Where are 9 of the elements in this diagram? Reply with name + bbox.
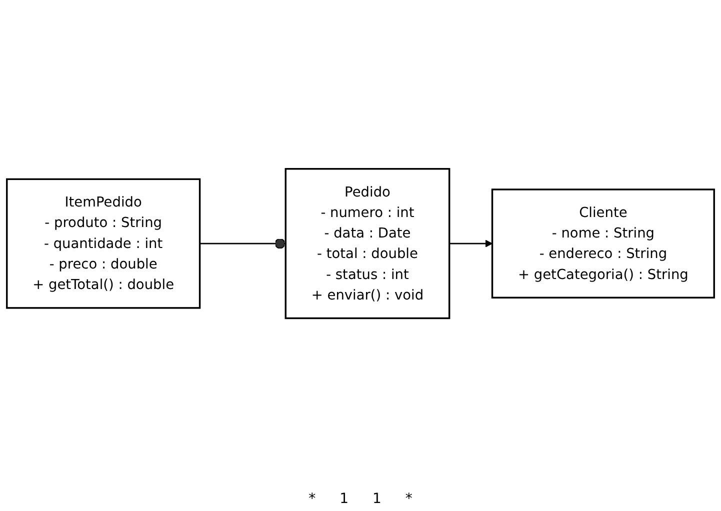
- node-box: ItemPedido - produto : String - quantidade : int - preco : double + getTotal() : double: [6, 178, 201, 309]
- multiplicity-label: 1: [372, 491, 382, 507]
- arrow: [449, 240, 493, 248]
- node-box: Cliente - nome : String - endereco : String + getCategoria() : String: [491, 188, 715, 298]
- node-box: Pedido - numero : int - data : Date - total : double - status : int + enviar() : void: [284, 168, 450, 320]
- connector: [200, 238, 286, 249]
- multiplicity-label: *: [405, 491, 412, 507]
- multiplicity-label: 1: [340, 491, 348, 507]
- multiplicity-label: *: [308, 491, 316, 507]
